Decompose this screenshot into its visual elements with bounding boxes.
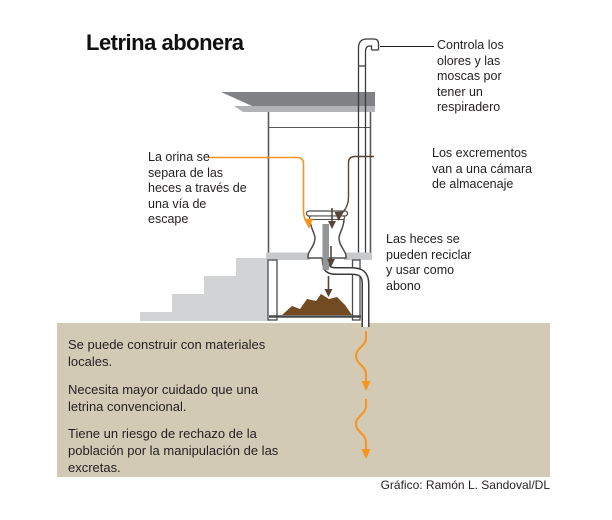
chamber-right-post xyxy=(351,259,361,321)
feces-fall-arrows xyxy=(324,208,336,297)
note-maintenance: Necesita mayor cuidado que una letrina c… xyxy=(68,382,259,414)
label-vent: Controla los olores y las moscas por ten… xyxy=(437,38,504,114)
note-local-materials: Se puede construir con materiales locale… xyxy=(68,337,266,369)
label-excrement-chamber: Los excrementos van a una cámara de alma… xyxy=(432,146,533,191)
roof-underside xyxy=(234,106,375,112)
graphic-credit: Gráfico: Ramón L. Sandoval/DL xyxy=(380,478,550,492)
vent-pipe xyxy=(357,38,380,255)
ground-soil xyxy=(57,323,550,477)
infographic-title: Letrina abonera xyxy=(86,30,244,55)
urine-leader-arrow xyxy=(208,156,313,229)
label-urine-separation: La orina se separa de las heces a través… xyxy=(148,150,247,226)
note-rejection-risk: Tiene un riesgo de rechazo de la poblaci… xyxy=(68,426,279,475)
urine-tube xyxy=(322,224,329,270)
compost-pile xyxy=(282,294,352,315)
floor-slab-right xyxy=(344,252,372,260)
roof xyxy=(221,92,375,106)
label-feces-recycle: Las heces se pueden reciclar y usar como… xyxy=(386,232,472,293)
staircase xyxy=(140,258,268,321)
toilet-rim xyxy=(309,215,345,220)
chamber-left-post xyxy=(267,259,278,321)
floor-slab-left xyxy=(266,252,310,260)
excrement-leader-arrow xyxy=(334,155,374,221)
seepage-arrows xyxy=(354,331,371,459)
